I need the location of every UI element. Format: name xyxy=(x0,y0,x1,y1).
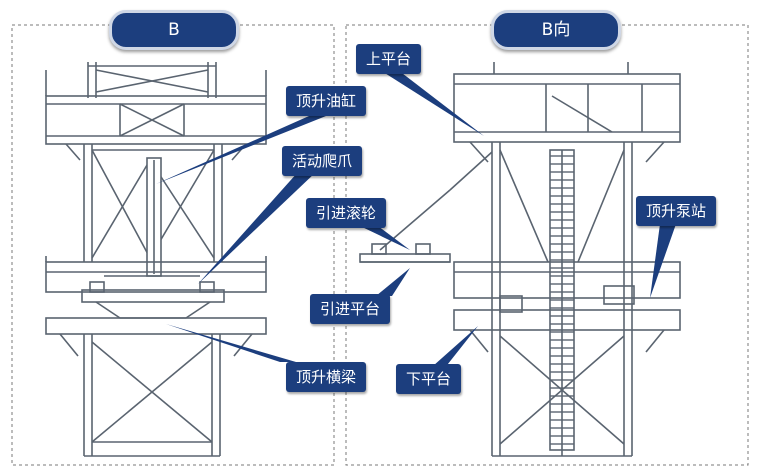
right-panel-title: B向 xyxy=(491,10,621,50)
label-lower-platform: 下平台 xyxy=(396,364,462,394)
left-panel-title: B xyxy=(109,10,239,50)
label-guide-roller: 引进滚轮 xyxy=(306,198,387,228)
pointer-climbing-claw xyxy=(198,172,316,284)
pointer-upper-platform xyxy=(380,70,484,136)
label-jacking-cylinder: 顶升油缸 xyxy=(286,86,367,116)
label-jacking-beam: 顶升横梁 xyxy=(286,362,367,392)
left-structure xyxy=(45,62,267,457)
pointer-pump-station xyxy=(650,224,676,298)
pointer-jacking-cylinder xyxy=(156,112,336,184)
left-panel-frame xyxy=(11,24,335,466)
pointer-jacking-beam xyxy=(166,324,296,362)
right-panel-frame xyxy=(345,24,749,466)
pointer-guide-roller xyxy=(360,226,410,250)
pointer-guide-platform xyxy=(376,268,410,296)
right-structure xyxy=(359,62,681,457)
pointer-lower-platform xyxy=(424,326,478,374)
label-guide-platform: 引进平台 xyxy=(310,294,391,324)
callout-pointers xyxy=(156,70,676,374)
label-pump-station: 顶升泵站 xyxy=(636,196,717,226)
label-upper-platform: 上平台 xyxy=(356,44,422,74)
label-climbing-claw: 活动爬爪 xyxy=(282,146,363,176)
